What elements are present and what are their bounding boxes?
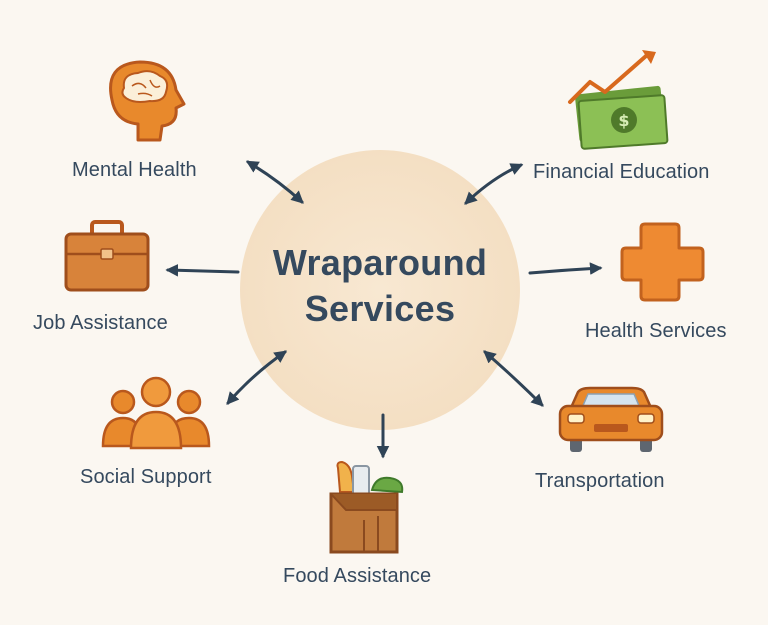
hub-title-line2: Services xyxy=(304,288,456,329)
arrow-transportation xyxy=(483,350,544,407)
grocery-bag-icon xyxy=(329,460,404,554)
label-job-assistance: Job Assistance xyxy=(33,312,168,334)
medical-cross-icon xyxy=(620,222,705,302)
money-growth-icon: $ xyxy=(568,50,669,150)
people-group-icon xyxy=(101,376,211,450)
head-brain-icon xyxy=(109,60,186,142)
label-food-assistance: Food Assistance xyxy=(283,565,432,587)
label-transportation: Transportation xyxy=(535,470,665,492)
arrow-job-assistance xyxy=(165,263,240,277)
hub-title-line1: Wraparound xyxy=(272,242,488,283)
arrow-health-services xyxy=(528,262,603,275)
car-icon xyxy=(558,386,664,452)
svg-text:$: $ xyxy=(618,111,629,130)
label-health-services: Health Services xyxy=(585,320,727,342)
hub-circle xyxy=(240,150,520,430)
hub-title: Wraparound Services xyxy=(240,240,520,332)
arrow-social-support xyxy=(226,350,288,405)
arrow-mental-health xyxy=(245,160,304,204)
arrow-financial-education xyxy=(464,163,524,205)
briefcase-icon xyxy=(64,220,150,292)
label-financial-education: Financial Education xyxy=(533,161,710,183)
label-social-support: Social Support xyxy=(80,466,212,488)
label-mental-health: Mental Health xyxy=(72,159,197,181)
